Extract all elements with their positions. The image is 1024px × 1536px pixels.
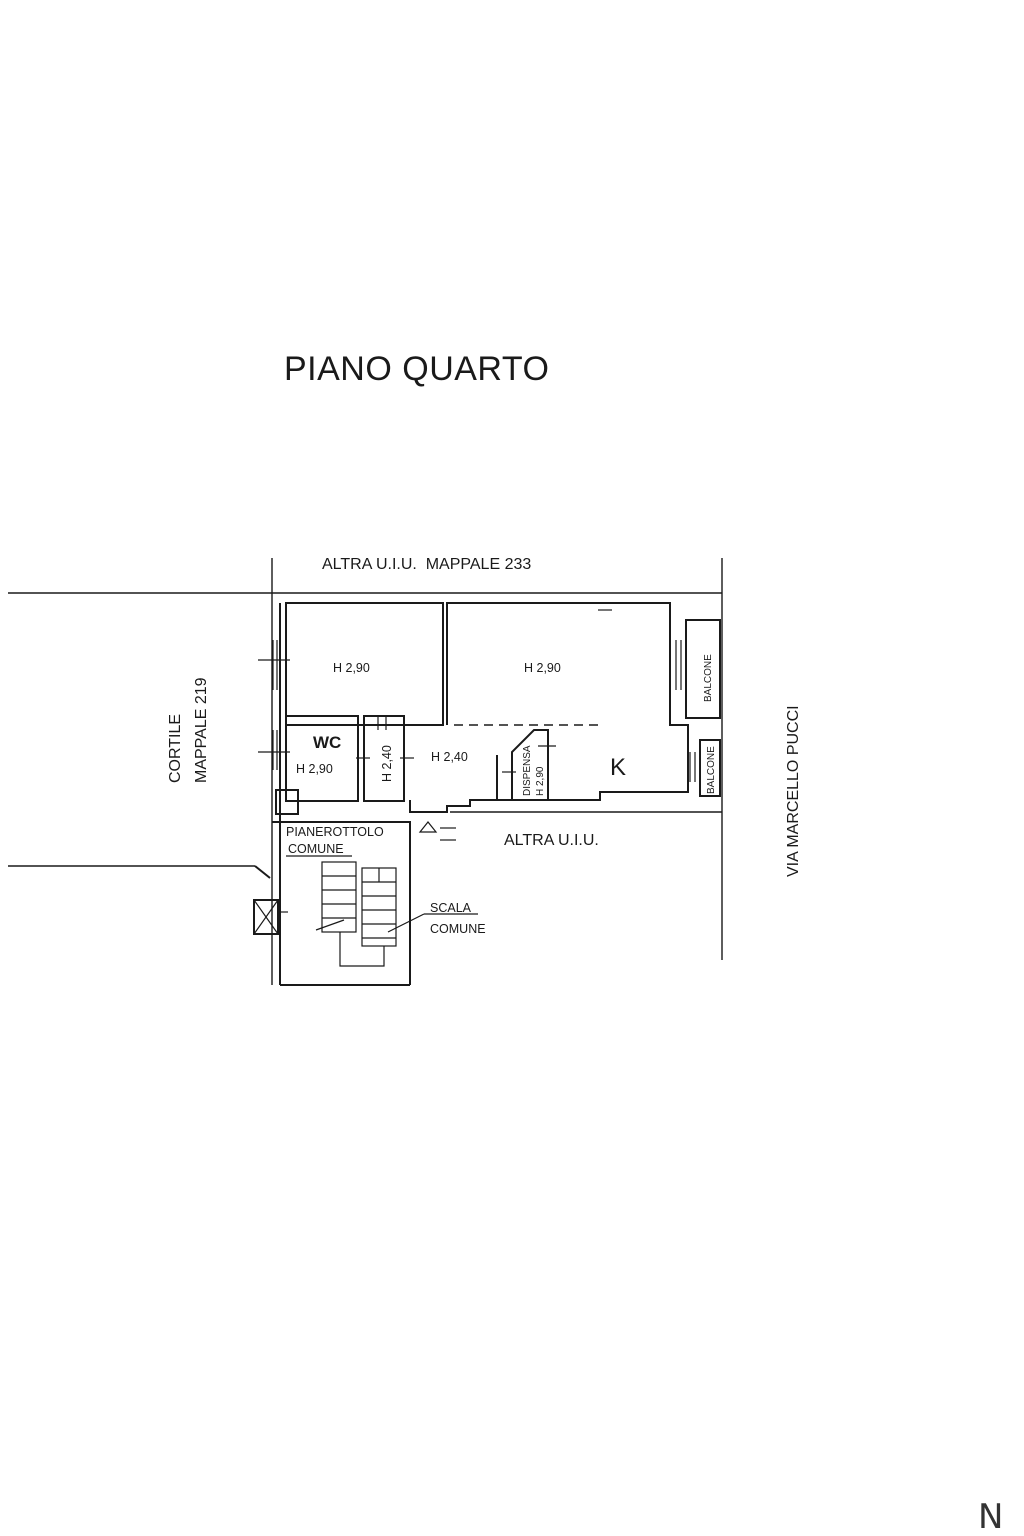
stair-label-line1: SCALA [430,901,472,915]
cortile-label: CORTILE [167,714,184,783]
plan-title: PIANO QUARTO [284,350,549,388]
balcone-1-label: BALCONE [703,654,714,702]
apartment-walls [275,602,689,985]
stair-label-line2: COMUNE [430,922,486,936]
landing-label-line1: PIANEROTTOLO [286,825,384,839]
dispensa-height: H 2,90 [535,766,546,796]
hall-height: H 2,40 [431,750,468,764]
window-marks [258,609,612,841]
top-neighbor-label: ALTRA U.I.U. MAPPALE 233 [322,556,531,573]
balconies [675,619,721,797]
room-right-height: H 2,90 [524,661,561,675]
closet-height: H 2,40 [380,745,394,782]
wc-height: H 2,90 [296,762,333,776]
wc-label: WC [313,733,341,752]
boundary-lines [8,558,723,985]
street-label: VIA MARCELLO PUCCI [785,705,802,877]
stair-landing [253,821,438,986]
side-neighbor-label: ALTRA U.I.U. [504,832,599,849]
dispensa-label: DISPENSA [522,745,533,796]
landing-label-line2: COMUNE [288,842,344,856]
mappale-219-label: MAPPALE 219 [193,677,210,783]
room-left-height: H 2,90 [333,661,370,675]
kitchen-label: K [610,754,626,781]
balcone-2-label: BALCONE [706,746,717,794]
corner-mark: N [978,1497,1003,1536]
